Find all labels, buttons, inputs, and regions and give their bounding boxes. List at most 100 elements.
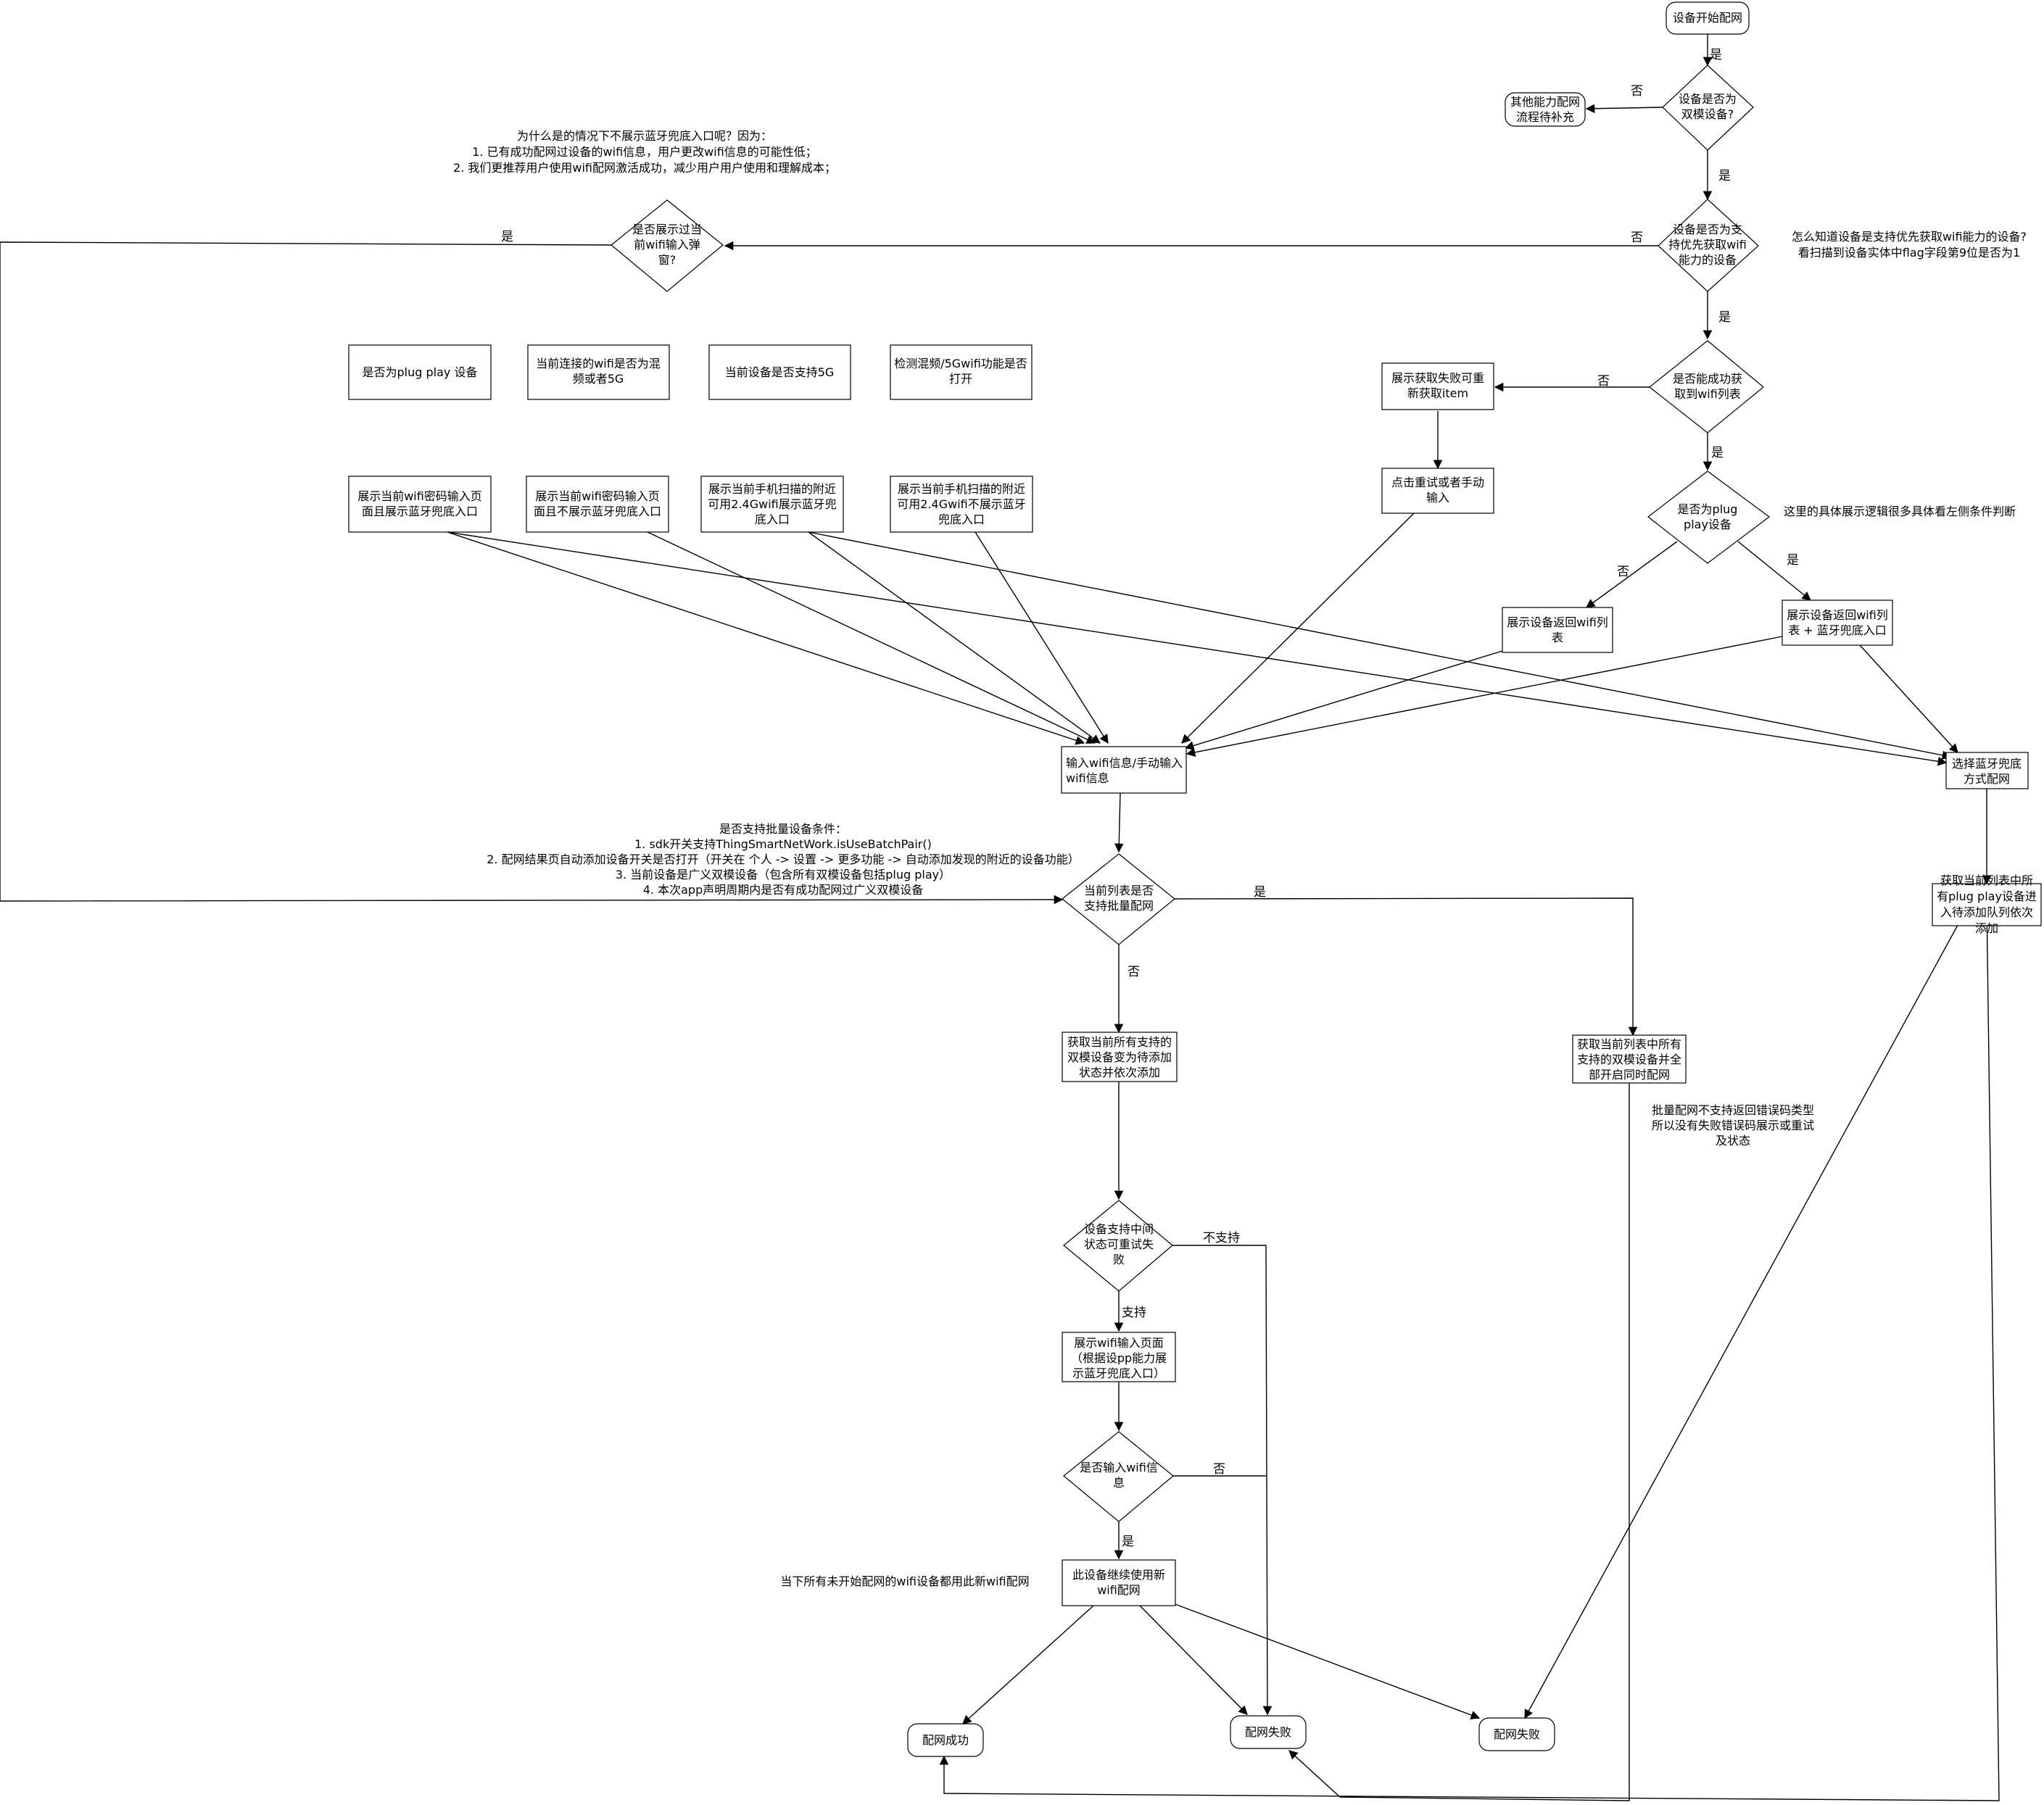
- result-4[interactable]: [890, 476, 1033, 533]
- f1-line-0: 配网失败: [1245, 1725, 1291, 1739]
- bt-queue-node[interactable]: [1932, 883, 2042, 926]
- sequential-add-node[interactable]: [1062, 1032, 1178, 1082]
- cond-plug-play[interactable]: [348, 344, 492, 400]
- result-4-label: 展示当前手机扫描的附近可用2.4Gwifi不展示蓝牙兜底入口: [897, 482, 1025, 526]
- bq-line-0: 获取当前列表中所: [1940, 874, 2033, 887]
- plug-play-decision[interactable]: [1647, 470, 1771, 564]
- retry-click-label: 点击重试或者手动输入: [1391, 476, 1484, 505]
- edge-plugplay-showlistbt: [1737, 541, 1811, 601]
- note-logic: 这里的具体展示逻辑很多具体看左侧条件判断: [1784, 505, 2016, 518]
- cond-plug-play-label: 是否为plug play 设备: [363, 365, 478, 379]
- bt-fallback-node[interactable]: [1945, 752, 2029, 789]
- success-node[interactable]: [907, 1723, 984, 1757]
- wifi-list-decision[interactable]: [1649, 340, 1764, 433]
- dual-line-1: 双模设备?: [1681, 107, 1734, 121]
- iw-line-0: 输入wifi信息/手动输入: [1066, 756, 1183, 770]
- show-list-bt-node[interactable]: [1782, 599, 1893, 646]
- edge-res2-input: [647, 531, 1096, 744]
- c4-line-0: 检测混频/5Gwifi功能是否: [894, 357, 1027, 370]
- show-list-node[interactable]: [1502, 607, 1613, 653]
- result-3[interactable]: [700, 476, 844, 533]
- edge-dual-other: [1585, 104, 1663, 114]
- label-retry-yes: 支持: [1122, 1306, 1146, 1320]
- cond-5g-enabled[interactable]: [890, 344, 1033, 400]
- ba-line-1: 支持的双模设备并全: [1577, 1053, 1681, 1066]
- edge-batch-batchall: [1174, 897, 1638, 1037]
- result-3-label: 展示当前手机扫描的附近可用2.4Gwifi展示蓝牙兜底入口: [708, 482, 836, 526]
- start-node[interactable]: [1666, 1, 1750, 35]
- ba-line-2: 部开启同时配网: [1589, 1068, 1670, 1082]
- r2-line-0: 展示当前wifi密码输入页: [535, 489, 660, 503]
- si-line-1: （根据设pp能力展: [1071, 1351, 1167, 1365]
- fail-node-2[interactable]: [1478, 1717, 1555, 1751]
- wifi-list-label: 是否能成功获取到wifi列表: [1673, 372, 1742, 401]
- batch-all-label: 获取当前列表中所有支持的双模设备并全部开启同时配网: [1577, 1037, 1681, 1082]
- c4-line-1: 打开: [949, 372, 972, 386]
- r4-line-1: 可用2.4Gwifi不展示蓝牙: [897, 497, 1025, 511]
- label-list-yes: 是: [1711, 446, 1724, 460]
- note-flag: 怎么知道设备是支持优先获取wifi能力的设备? 看扫描到设备实体中flag字段第9…: [1792, 230, 2027, 260]
- wf-line-2: 能力的设备: [1679, 253, 1737, 267]
- edge-res1-btfallback: [447, 531, 1948, 766]
- r1-line-0: 展示当前wifi密码输入页: [357, 489, 482, 503]
- note-batch-conditions: 是否支持批量设备条件：1. sdk开关支持ThingSmartNetWork.i…: [487, 822, 1080, 897]
- retry-item-node[interactable]: [1381, 362, 1494, 410]
- retry-click-node[interactable]: [1381, 468, 1494, 514]
- bt-queue-label: 获取当前列表中所有plug play设备进入待添加队列依次添加: [1937, 874, 2037, 935]
- input-wifi-node[interactable]: [1061, 746, 1187, 794]
- new-wifi-node[interactable]: [1062, 1559, 1176, 1606]
- in-line-0: 是否输入wifi信: [1080, 1461, 1158, 1474]
- wl-line-0: 是否能成功获: [1673, 372, 1742, 386]
- dual-mode-decision[interactable]: [1662, 65, 1754, 151]
- note-batch-line-3: 3. 当前设备是广义双模设备（包含所有双模设备包括plug play）: [616, 868, 951, 881]
- edge-newwifi-success: [962, 1605, 1094, 1725]
- cond-support-5g[interactable]: [708, 344, 851, 400]
- success-label: 配网成功: [922, 1733, 969, 1747]
- label-wififirst-no: 否: [1631, 231, 1643, 245]
- bq-line-1: 有plug play设备进: [1937, 889, 2037, 903]
- label-batch-yes: 是: [1254, 885, 1266, 900]
- wl-line-1: 取到wifi列表: [1674, 387, 1741, 401]
- r4-line-2: 兜底入口: [938, 513, 985, 526]
- b-line-1: 支持批量配网: [1084, 899, 1154, 913]
- wifi-first-decision[interactable]: [1658, 199, 1759, 292]
- pp-line-1: play设备: [1684, 518, 1731, 531]
- r1-line-1: 面且展示蓝牙兜底入口: [362, 505, 478, 518]
- dual-mode-label: 设备是否为双模设备?: [1679, 92, 1737, 121]
- c2-line-0: 当前连接的wifi是否为混: [536, 357, 661, 370]
- sequential-add-label: 获取当前所有支持的双模设备变为待添加状态并依次添加: [1067, 1035, 1172, 1079]
- result-2[interactable]: [526, 476, 669, 533]
- edge-input-batch: [1114, 792, 1124, 853]
- edge-res4-input: [975, 531, 1109, 744]
- note-why-line-0: 为什么是的情况下不展示蓝牙兜底入口呢？因为：: [517, 129, 772, 143]
- note-flag-line-1: 看扫描到设备实体中flag字段第9位是否为1: [1798, 246, 2020, 260]
- edge-labels: 是 否 是 否 是 是 否 是 否 是 是 否 不支持 支持 否 是: [501, 48, 1799, 1549]
- label-dual-no: 否: [1631, 84, 1643, 99]
- note-nw-line-0: 当下所有未开始配网的wifi设备都用此新wifi配网: [780, 1574, 1029, 1588]
- batch-decision[interactable]: [1062, 853, 1175, 945]
- retry-label: 设备支持中间状态可重试失败: [1084, 1222, 1154, 1266]
- bf-line-1: 方式配网: [1964, 772, 2010, 786]
- result-1[interactable]: [348, 476, 492, 533]
- batch-all-node[interactable]: [1572, 1034, 1687, 1084]
- label-retry-no: 不支持: [1203, 1231, 1240, 1245]
- edge-res1-input: [447, 531, 1085, 745]
- edge-newwifi-fail1: [1139, 1605, 1248, 1715]
- note-logic-line-0: 这里的具体展示逻辑很多具体看左侧条件判断: [1784, 505, 2016, 518]
- input-decision[interactable]: [1063, 1431, 1174, 1522]
- label-pp-yes: 是: [1787, 553, 1799, 568]
- label-dual-yes: 是: [1718, 169, 1731, 183]
- fail-node-1[interactable]: [1230, 1715, 1307, 1749]
- sl-line-0: 展示设备返回wifi列: [1507, 615, 1608, 629]
- edge-btqueue-fail2: [1524, 902, 1971, 1719]
- retry-decision[interactable]: [1063, 1200, 1173, 1292]
- edge-batchall-fail1: [1288, 1083, 1630, 1801]
- note-flag-line-0: 怎么知道设备是支持优先获取wifi能力的设备?: [1792, 230, 2027, 244]
- other-flow-node[interactable]: [1505, 92, 1586, 127]
- nodes: [348, 1, 2042, 1757]
- show-input-node[interactable]: [1062, 1332, 1176, 1382]
- shown-popup-decision[interactable]: [611, 199, 724, 292]
- cond-mixed-5g[interactable]: [527, 344, 670, 400]
- rc-line-0: 点击重试或者手动: [1391, 476, 1484, 489]
